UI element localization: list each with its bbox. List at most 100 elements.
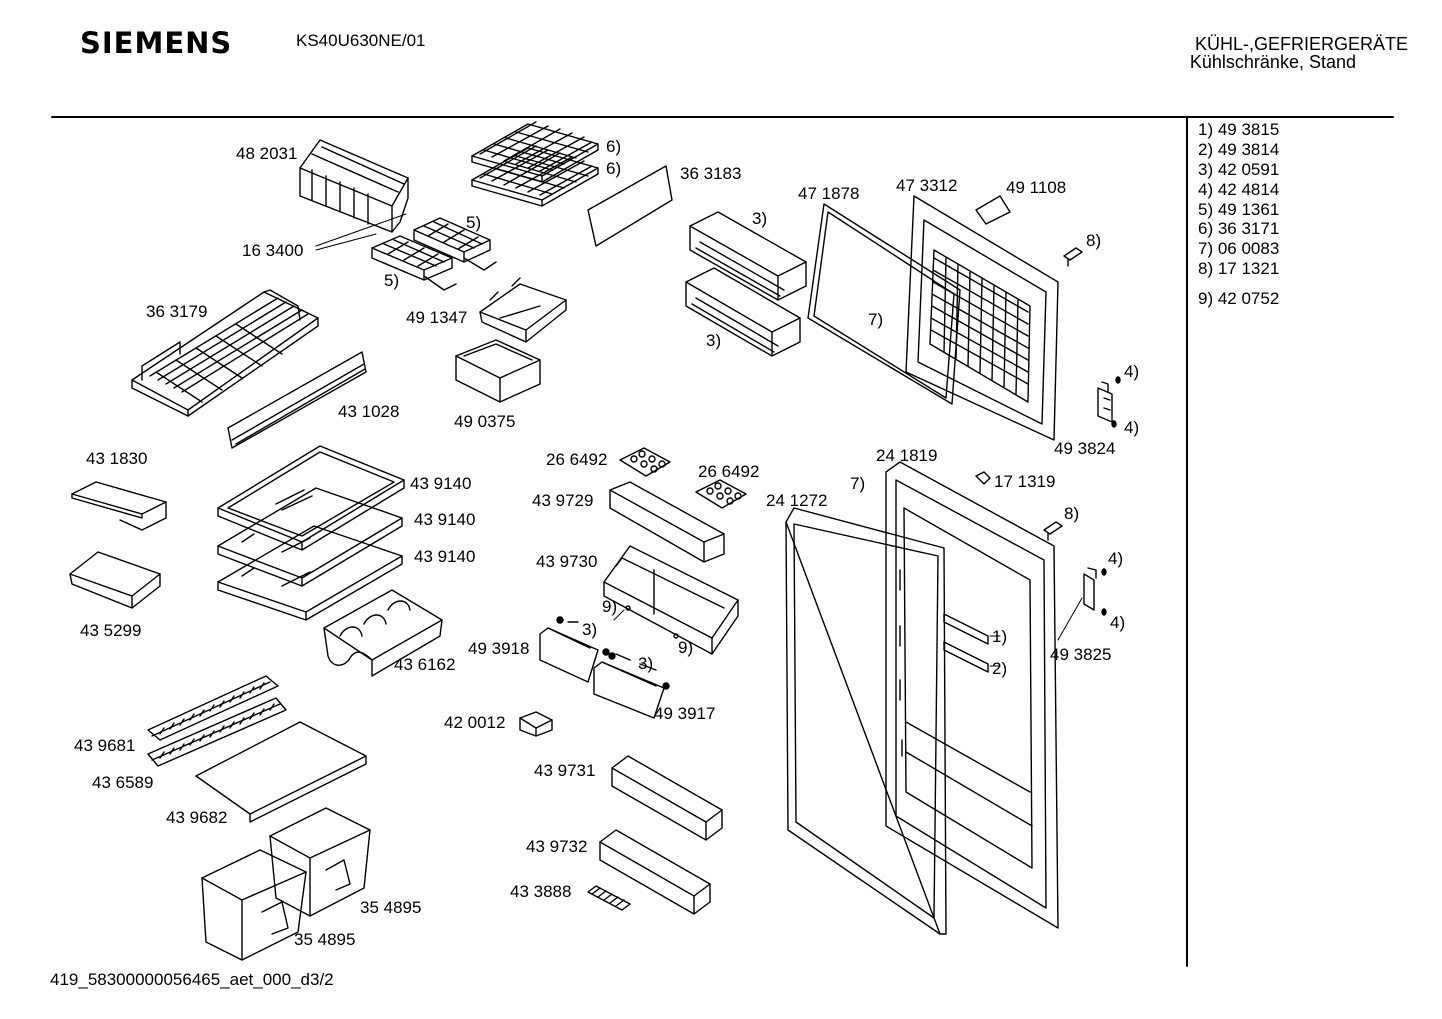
leader-lines	[315, 213, 1083, 667]
part-label: 26 6492	[546, 450, 608, 469]
part-label: 43 9140	[414, 510, 476, 529]
part-label: 43 9681	[74, 736, 136, 755]
hinge-cover-upper-drawing	[1063, 247, 1083, 267]
part-label: 7)	[850, 474, 866, 493]
drawing-id: 419_58300000056465_aet_000_d3/2	[50, 970, 334, 989]
part-label: 1)	[992, 627, 1008, 646]
part-491347-drawing	[479, 277, 567, 343]
part-label: 26 6492	[698, 462, 760, 481]
part-label: 6)	[606, 137, 622, 156]
part-435299-drawing	[69, 551, 161, 609]
part-label: 49 3824	[1054, 439, 1116, 458]
part-label: 48 2031	[236, 144, 298, 163]
brand-logo: SIEMENS	[80, 26, 233, 60]
part-label: 3)	[582, 620, 598, 639]
part-493824-drawing	[1097, 376, 1121, 428]
model-number: KS40U630NE/01	[296, 31, 426, 50]
part-label: 35 4895	[360, 898, 422, 917]
part-label: 43 9140	[410, 474, 472, 493]
part-label: 47 3312	[896, 176, 958, 195]
part-label: 49 3825	[1050, 645, 1112, 664]
legend-entry: 8) 17 1321	[1198, 259, 1280, 278]
part-label: 16 3400	[242, 241, 304, 260]
part-439729-drawing	[609, 481, 725, 563]
grille-shelves-drawing	[471, 121, 599, 207]
part-label: 7)	[868, 310, 884, 329]
part-493825-drawing	[1083, 567, 1107, 616]
part-431830-drawing	[71, 481, 167, 531]
glass-shelves-drawing	[217, 445, 405, 621]
part-433888-drawing	[587, 885, 631, 911]
part-label: 49 3918	[468, 639, 530, 658]
part-label: 47 1878	[798, 184, 860, 203]
part-label: 24 1819	[876, 446, 938, 465]
egg-trays-drawing	[619, 447, 747, 509]
part-label: 36 3179	[146, 302, 208, 321]
part-label: 43 9729	[532, 491, 594, 510]
part-label: 4)	[1124, 362, 1140, 381]
part-label: 43 9731	[534, 761, 596, 780]
part-439682-drawing	[195, 721, 367, 823]
part-363183-drawing	[587, 165, 673, 247]
part-label: 43 5299	[80, 621, 142, 640]
part-label: 5)	[384, 271, 400, 290]
part-label: 2)	[992, 659, 1008, 678]
part-label: 24 1272	[766, 491, 828, 510]
part-label: 5)	[466, 213, 482, 232]
legend-entry: 2) 49 3814	[1198, 140, 1280, 159]
part-label: 49 1347	[406, 308, 468, 327]
part-label: 3)	[706, 331, 722, 350]
part-420012-drawing	[519, 711, 553, 737]
door-flaps-drawing	[539, 605, 679, 719]
part-label: 43 6162	[394, 655, 456, 674]
part-label: 8)	[1086, 231, 1102, 250]
part-label: 42 0012	[444, 713, 506, 732]
part-label: 43 6589	[92, 773, 154, 792]
part-label: 49 1108	[1006, 178, 1067, 197]
part-label: 6)	[606, 159, 622, 178]
part-label: 3)	[638, 654, 654, 673]
part-label: 17 1319	[994, 472, 1056, 491]
part-471878-drawing	[807, 203, 961, 405]
part-241819-drawing	[885, 461, 1059, 929]
part-label: 43 9140	[414, 547, 476, 566]
part-241272-drawing	[785, 507, 947, 935]
legend-entry: 6) 36 3171	[1198, 219, 1280, 238]
part-490375-drawing	[455, 339, 541, 403]
legend-entry: 4) 42 4814	[1198, 180, 1280, 199]
part-label: 3)	[752, 209, 768, 228]
part-label: 9)	[602, 597, 618, 616]
part-label: 4)	[1110, 613, 1126, 632]
part-label: 43 1028	[338, 402, 400, 421]
lower-door-bins-drawing	[599, 755, 723, 915]
category-title: KÜHL-,GEFRIERGERÄTE	[1194, 34, 1408, 54]
part-label: 43 1830	[86, 449, 148, 468]
door-bins-upper-drawing	[685, 211, 807, 357]
part-label: 4)	[1124, 418, 1140, 437]
part-label: 36 3183	[680, 164, 742, 183]
part-label: 49 0375	[454, 412, 516, 431]
part-label: 49 3917	[654, 704, 716, 723]
part-label: 43 9730	[536, 552, 598, 571]
part-label: 4)	[1108, 549, 1124, 568]
crisper-drawers-drawing	[201, 807, 371, 961]
part-482031-drawing	[299, 139, 409, 233]
part-473312-drawing	[905, 195, 1059, 441]
legend-entry: 3) 42 0591	[1198, 160, 1280, 179]
rails-drawing	[147, 675, 287, 767]
legend-entry: 7) 06 0083	[1198, 239, 1280, 258]
legend-entry: 1) 49 3815	[1198, 120, 1280, 139]
part-label: 43 9682	[166, 808, 228, 827]
part-431028-drawing	[227, 351, 367, 449]
part-436162-drawing	[323, 589, 443, 677]
part-label: 9)	[678, 638, 694, 657]
part-171319-drawing	[975, 471, 991, 485]
part-label: 8)	[1064, 504, 1080, 523]
legend-entry: 9) 42 0752	[1198, 289, 1280, 308]
ice-cube-trays-drawing	[371, 217, 497, 291]
part-label: 35 4895	[294, 930, 356, 949]
part-label: 43 9732	[526, 837, 588, 856]
category-subtitle: Kühlschränke, Stand	[1189, 52, 1356, 72]
